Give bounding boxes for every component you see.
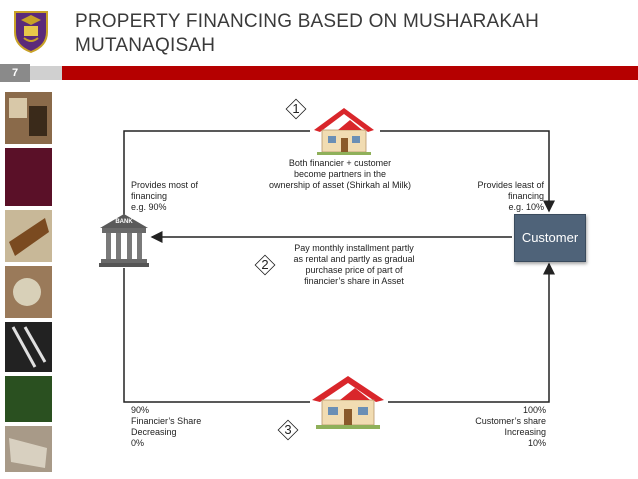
step2-text: Pay monthly installment partly as rental… bbox=[293, 243, 415, 286]
decorative-image-strip bbox=[5, 92, 52, 472]
slide-title: PROPERTY FINANCING BASED ON MUSHARAKAH M… bbox=[75, 11, 540, 56]
step1-text: Both financier + customer become partner… bbox=[268, 158, 412, 190]
bank-icon: BANK bbox=[98, 212, 150, 268]
financier-note: Provides most of financing e.g. 90% bbox=[131, 180, 199, 212]
house-icon bbox=[312, 106, 376, 156]
university-logo bbox=[12, 8, 50, 54]
customer-share: 100% Customer’s share Increasing 10% bbox=[475, 405, 546, 448]
house-icon bbox=[310, 374, 386, 430]
step-number: 3 bbox=[277, 419, 299, 441]
bank-label: BANK bbox=[115, 219, 133, 225]
header-bar-gray bbox=[30, 66, 62, 80]
financier-share: 90% Financier’s Share Decreasing 0% bbox=[131, 405, 202, 448]
header-bar-red bbox=[62, 66, 638, 80]
step-number: 1 bbox=[285, 98, 307, 120]
customer-box: Customer bbox=[514, 214, 586, 262]
customer-note: Provides least of financing e.g. 10% bbox=[477, 180, 544, 212]
slide-number: 7 bbox=[0, 64, 30, 82]
step-number: 2 bbox=[254, 254, 276, 276]
